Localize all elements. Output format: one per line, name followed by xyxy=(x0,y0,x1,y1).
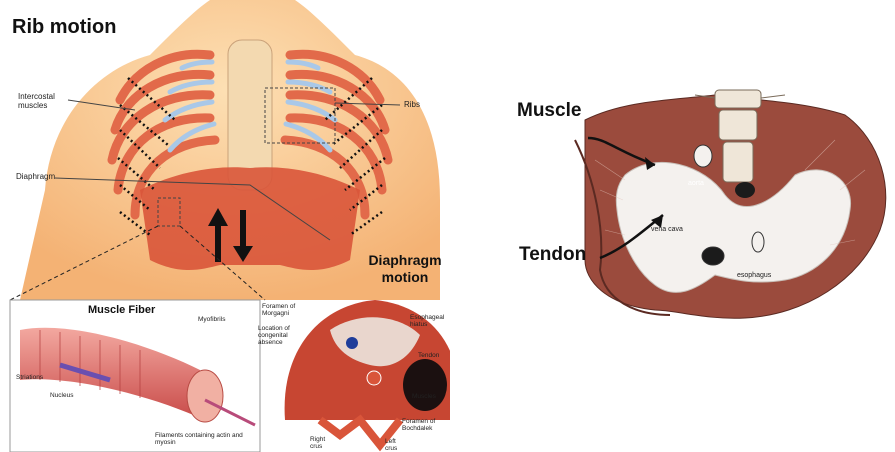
right-crus-label: Right crus xyxy=(310,436,334,450)
vena-cava-label: vena cava xyxy=(651,226,683,233)
muscle-fiber-title: Muscle Fiber xyxy=(88,304,155,316)
foramen-bochdalek-label: Foramen of Bochdalek xyxy=(402,418,448,432)
rib-motion-title: Rib motion xyxy=(12,16,116,39)
myofibrils-label: Myofibrils xyxy=(198,316,225,323)
rib-motion-figure: Rib motion Intercostal muscles Ribs Diap… xyxy=(0,0,450,452)
diaphragm-label: Diaphragm xyxy=(16,172,55,181)
tendon-label-small: Tendon xyxy=(418,352,439,359)
aorta-label: aorta xyxy=(688,180,704,187)
foramen-morgagni-label: Foramen of Morgagni xyxy=(262,303,312,317)
tendon-label: Tendon xyxy=(519,244,586,266)
striations-label: Striations xyxy=(16,374,43,381)
congenital-absence-label: Location of congenital absence xyxy=(258,325,308,346)
rib-motion-illustration xyxy=(0,0,450,452)
muscles-label: Muscles xyxy=(412,393,436,400)
esophagus-label: esophagus xyxy=(737,272,771,279)
ribs-label: Ribs xyxy=(404,100,420,109)
esophageal-hiatus-label: Esophageal hiatus xyxy=(410,314,452,328)
left-crus-label: Left crus xyxy=(385,438,409,452)
muscle-label: Muscle xyxy=(517,100,581,122)
nucleus-label: Nucleus xyxy=(50,392,73,399)
intercostal-muscles-label: Intercostal muscles xyxy=(18,92,68,110)
diaphragm-anatomy-figure: Muscle Tendon aorta vena cava esophagus xyxy=(505,80,895,340)
diaphragm-motion-title: Diaphragm motion xyxy=(360,252,450,286)
filaments-label: Filaments containing actin and myosin xyxy=(155,432,245,446)
